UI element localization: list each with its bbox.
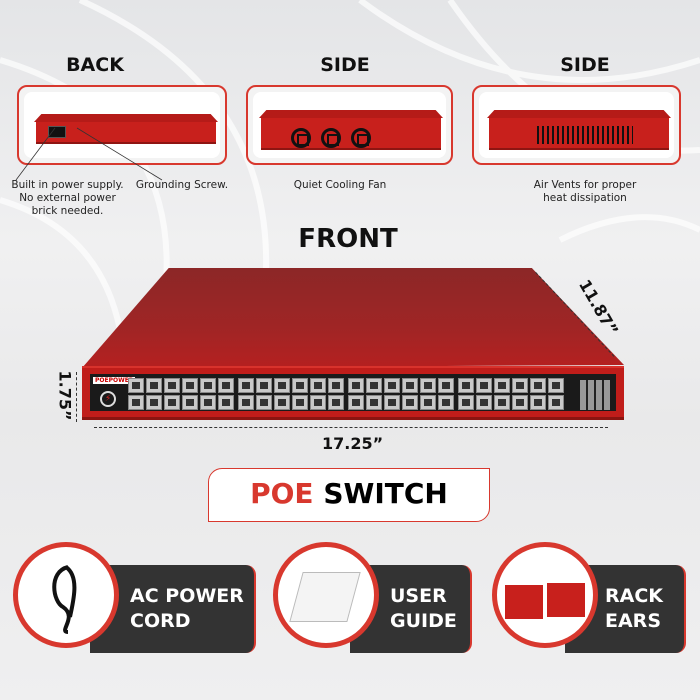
side-fan-card [246,85,453,165]
accessory-label-line2: CORD [130,610,191,632]
ethernet-port [438,378,454,393]
user-guide-image [273,542,379,648]
ethernet-port [420,378,436,393]
accessory-label-line1: AC POWER [130,585,244,607]
ethernet-port [146,395,162,410]
ethernet-port [366,395,382,410]
ethernet-port [218,378,234,393]
ethernet-port [548,378,564,393]
ethernet-port [402,378,418,393]
ethernet-port [274,378,290,393]
accessory-label-line2: EARS [605,610,661,632]
ethernet-port [348,395,364,410]
ethernet-port [256,378,272,393]
height-dimension: 1.75” [55,370,75,421]
vents-caption: Air Vents for proper heat dissipation [533,179,637,204]
ethernet-port [384,378,400,393]
ethernet-port [182,378,198,393]
ethernet-port [494,378,510,393]
callout-lines [15,127,163,181]
accessory-label-line1: USER [390,585,447,607]
ethernet-port [458,395,474,410]
accessory-label-line1: RACK [605,585,664,607]
port-group [348,378,454,410]
ethernet-port [164,395,180,410]
ethernet-port [512,378,528,393]
ethernet-port [348,378,364,393]
back-view-card [17,85,227,165]
ethernet-port [200,395,216,410]
ethernet-port [366,378,382,393]
ethernet-port [420,395,436,410]
switch-front-panel: POEPOWER ⚡ [82,366,624,420]
brand-logo: POEPOWER [93,377,136,384]
ethernet-port [548,395,564,410]
ethernet-port [402,395,418,410]
ethernet-ports [128,378,564,410]
switch-side-vents-image [489,118,669,150]
ethernet-port [476,395,492,410]
accessory-label-line2: GUIDE [390,610,457,632]
ethernet-port [328,395,344,410]
fan-caption: Quiet Cooling Fan [293,179,387,191]
ethernet-port [238,395,254,410]
ethernet-port [182,395,198,410]
switch-back-image [36,122,216,144]
ethernet-port [128,395,144,410]
ethernet-port [438,395,454,410]
ethernet-port [256,395,272,410]
ethernet-port [494,395,510,410]
ethernet-port [146,378,162,393]
ethernet-port [218,395,234,410]
power-icon: ⚡ [100,391,116,407]
ethernet-port [530,378,546,393]
ethernet-port [384,395,400,410]
product-title-accent: POE [250,477,314,510]
ethernet-port [238,378,254,393]
ethernet-port [512,395,528,410]
ethernet-port [328,378,344,393]
power-cord-image [13,542,119,648]
side-heading: SIDE [320,54,370,76]
width-dimension-line [94,427,608,428]
rack-ears-image [492,542,598,648]
port-group [458,378,564,410]
product-title: POE SWITCH [208,468,490,522]
accessory-power-cord: AC POWER CORD [90,565,256,653]
switch-top-image [82,268,624,368]
width-dimension: 17.25” [322,434,384,453]
product-title-name: SWITCH [323,477,448,510]
ethernet-port [128,378,144,393]
side-vents-card [472,85,681,165]
ethernet-port [292,395,308,410]
ethernet-port [292,378,308,393]
grounding-caption: Grounding Screw. [135,179,229,191]
switch-side-fan-image [261,118,441,150]
height-dimension-line [76,372,77,422]
side-heading-2: SIDE [560,54,610,76]
ethernet-port [530,395,546,410]
ethernet-port [476,378,492,393]
ethernet-port [200,378,216,393]
front-heading: FRONT [298,224,398,254]
power-supply-caption: Built in power supply. No external power… [11,179,124,217]
ethernet-port [310,378,326,393]
ethernet-port [458,378,474,393]
port-group [238,378,344,410]
sfp-ports [580,380,610,410]
back-heading: BACK [66,54,124,76]
ethernet-port [164,378,180,393]
ethernet-port [274,395,290,410]
port-group [128,378,234,410]
ethernet-port [310,395,326,410]
